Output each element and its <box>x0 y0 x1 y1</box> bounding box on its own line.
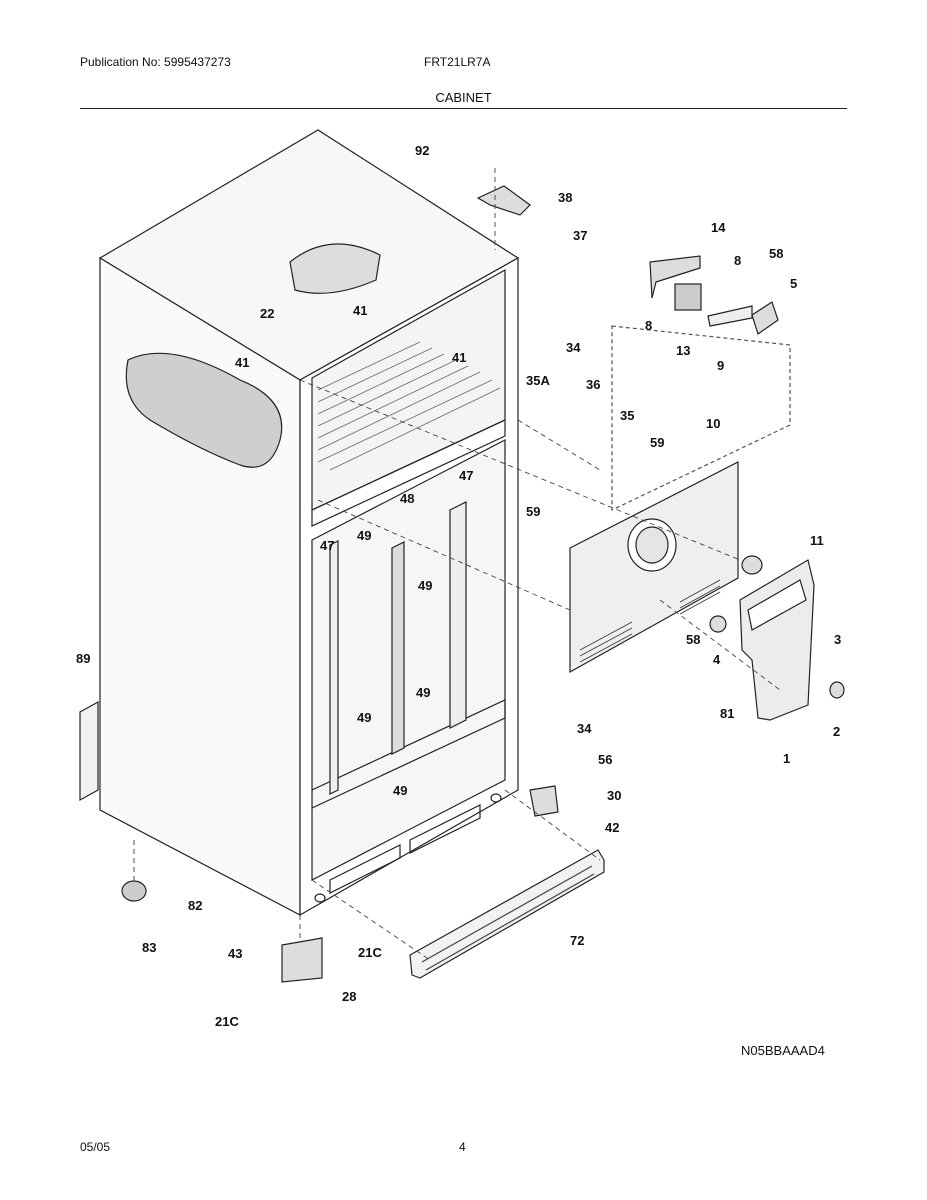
control-housing <box>739 559 815 721</box>
callout-label: 47 <box>459 468 473 483</box>
callout-label: 72 <box>570 933 584 948</box>
callout-label: 49 <box>357 710 371 725</box>
callout-label: 1 <box>783 751 790 766</box>
model-number: FRT21LR7A <box>424 55 491 69</box>
callout-label: 22 <box>260 306 274 321</box>
diagram-code: N05BBAAAD4 <box>741 1043 825 1058</box>
fan-motor <box>674 283 702 311</box>
callout-label: 34 <box>566 340 581 355</box>
callout-label: 89 <box>76 651 90 666</box>
callout-label: 48 <box>400 491 414 506</box>
side-insulation <box>125 352 283 468</box>
callout-label: 59 <box>526 504 540 519</box>
publication-number: Publication No: 5995437273 <box>80 55 231 69</box>
callout-label: 21C <box>215 1014 239 1029</box>
callout-label: 37 <box>573 228 587 243</box>
roller <box>121 880 147 902</box>
page-number: 4 <box>459 1140 466 1154</box>
callout-label: 42 <box>605 820 619 835</box>
callout-label: 49 <box>357 528 371 543</box>
callout-label: 82 <box>188 898 202 913</box>
shelf-rail-left <box>329 540 339 795</box>
callout-label: 21C <box>358 945 382 960</box>
callout-label: 4 <box>713 652 721 667</box>
callout-label: 41 <box>353 303 367 318</box>
callout-label: 59 <box>650 435 664 450</box>
top-hinge <box>476 185 531 216</box>
callout-label: 9 <box>717 358 724 373</box>
freezer-shelf-ribs <box>317 341 501 471</box>
top-duct <box>289 243 381 294</box>
callout-label: 28 <box>342 989 356 1004</box>
callout-label: 41 <box>235 355 249 370</box>
callout-label: 92 <box>415 143 429 158</box>
callout-label: 14 <box>711 220 726 235</box>
shelf-ladder <box>391 541 405 755</box>
callout-label: 35A <box>526 373 550 388</box>
callout-label: 30 <box>607 788 621 803</box>
callout-label: 43 <box>228 946 242 961</box>
callout-label: 8 <box>645 318 652 333</box>
grille-bracket <box>529 785 559 817</box>
callout-label: 8 <box>734 253 741 268</box>
callout-labels: 92 38 37 14 8 58 5 8 13 9 22 41 41 41 34… <box>76 143 841 1029</box>
header-rule <box>80 108 847 109</box>
fan-blade <box>751 301 779 335</box>
callout-label: 83 <box>142 940 156 955</box>
callout-label: 10 <box>706 416 720 431</box>
callout-label: 36 <box>586 377 600 392</box>
callout-label: 35 <box>620 408 634 423</box>
bottom-hinge <box>281 937 323 983</box>
callout-label: 49 <box>418 578 432 593</box>
fan-bracket <box>649 255 701 299</box>
callout-label: 3 <box>834 632 841 647</box>
callout-label: 38 <box>558 190 572 205</box>
callout-label: 49 <box>393 783 407 798</box>
side-bracket <box>79 700 99 802</box>
callout-label: 34 <box>577 721 592 736</box>
callout-label: 58 <box>686 632 700 647</box>
callout-label: 13 <box>676 343 690 358</box>
section-title: CABINET <box>435 90 492 105</box>
callout-label: 47 <box>320 538 334 553</box>
callout-label: 49 <box>416 685 430 700</box>
callout-label: 81 <box>720 706 734 721</box>
callout-label: 11 <box>810 533 824 548</box>
callout-label: 58 <box>769 246 783 261</box>
footer-date: 05/05 <box>80 1140 111 1154</box>
callout-label: 2 <box>833 724 840 739</box>
callout-label: 56 <box>598 752 612 767</box>
shelf-rail-right <box>449 501 467 729</box>
callout-label: 41 <box>452 350 466 365</box>
callout-label: 5 <box>790 276 797 291</box>
